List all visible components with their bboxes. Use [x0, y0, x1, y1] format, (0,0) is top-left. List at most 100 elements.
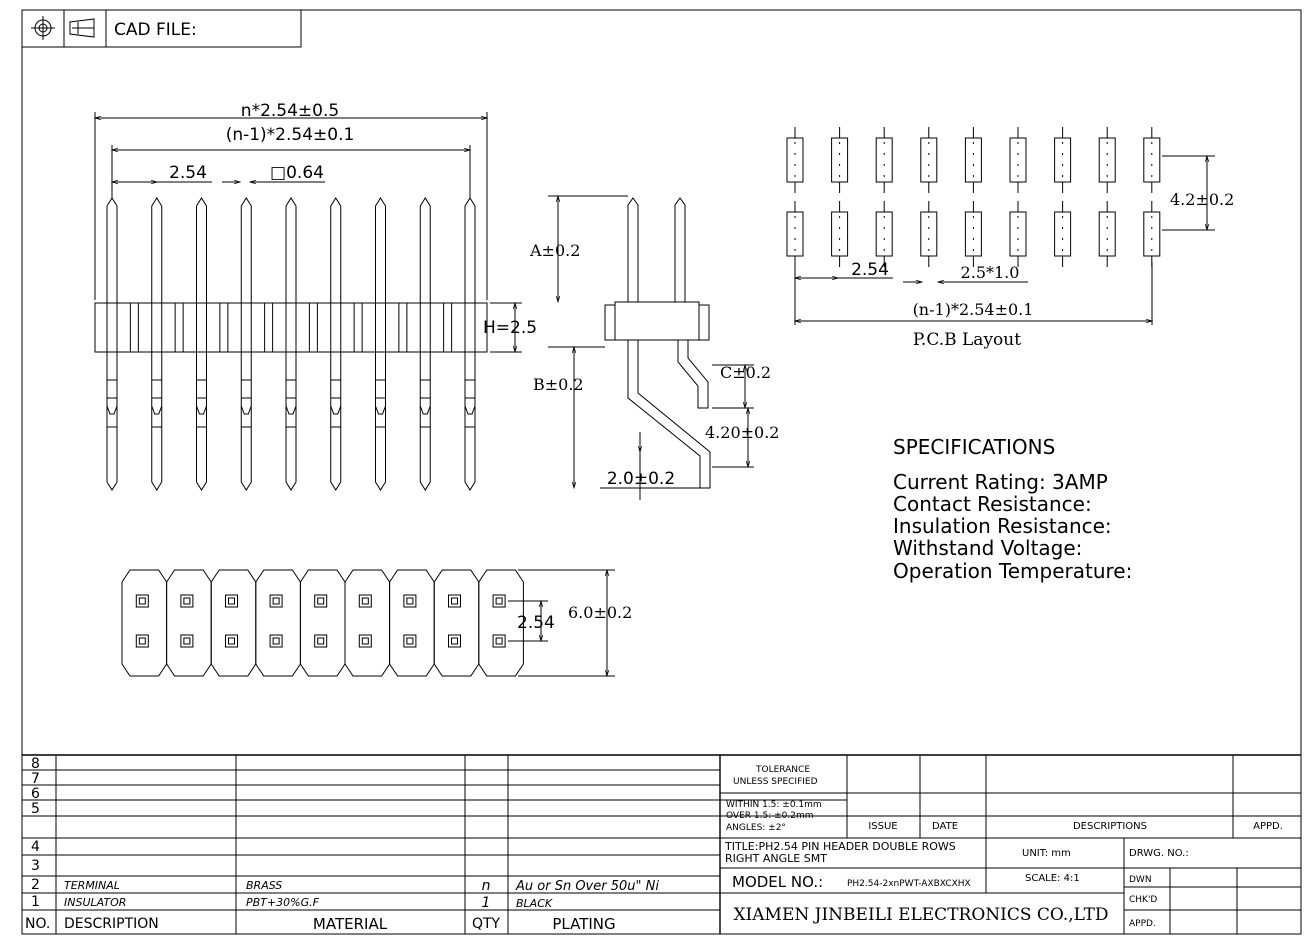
tolerance-over: OVER 1.5: ±0.2mm: [726, 811, 813, 821]
front-pin-lower: [375, 352, 386, 491]
unit-label: UNIT: mm: [1022, 848, 1071, 859]
front-pin-lower: [151, 352, 163, 491]
scale-label: SCALE: 4:1: [1025, 873, 1080, 884]
front-pin-upper: [285, 197, 297, 303]
dim-height: H=2.5: [483, 318, 537, 338]
front-pin-lower: [330, 352, 342, 491]
tolerance-line2: UNLESS SPECIFIED: [733, 777, 818, 787]
dim-pcb-pad: 2.5*1.0: [961, 263, 1020, 282]
side-pin-left: [627, 197, 639, 302]
front-pin-upper: [419, 197, 431, 303]
spec-title: SPECIFICATIONS: [893, 435, 1055, 459]
bottom-pin-square: [448, 594, 461, 608]
sheet-border: [21, 9, 1302, 935]
dim-c: C±0.2: [720, 363, 771, 382]
bottom-cell: [478, 569, 524, 677]
bottom-pin-square: [225, 594, 238, 608]
bottom-pin-square: [314, 594, 328, 608]
dim-pcb-pitch: 2.54: [851, 260, 889, 280]
bom-header-description: DESCRIPTION: [64, 916, 159, 932]
bottom-pin-square: [448, 634, 461, 648]
spec-line: Insulation Resistance:: [893, 514, 1112, 538]
side-pin-right: [674, 197, 686, 302]
projection-icon: [69, 18, 95, 38]
pcb-caption: P.C.B Layout: [913, 330, 1021, 350]
side-pin-short-bend: [677, 340, 709, 409]
side-insulator-right-tab: [698, 304, 710, 341]
bottom-pin-square: [358, 594, 372, 608]
target-icon: [31, 16, 55, 40]
appd2-label: APPD.: [1129, 919, 1156, 929]
bom-row-description: INSULATOR: [64, 896, 126, 909]
bottom-pin-square: [180, 594, 194, 608]
front-pin-lower: [419, 352, 431, 491]
side-insulator-left-tab: [604, 304, 616, 341]
drawing-title-line1: TITLE:PH2.54 PIN HEADER DOUBLE ROWS: [724, 840, 956, 853]
spec-line: Current Rating: 3AMP: [893, 470, 1108, 494]
bom-row-qty: 1: [482, 895, 491, 911]
front-pin-upper: [240, 197, 252, 303]
dim-pitch-span: (n-1)*2.54±0.1: [226, 125, 355, 145]
front-pin-upper: [464, 197, 476, 303]
front-pin-lower: [285, 352, 297, 491]
dim-foot: 2.0±0.2: [607, 469, 675, 489]
drawing-number-label: DRWG. NO.:: [1129, 848, 1189, 859]
dim-row-pitch-side: 4.20±0.2: [705, 423, 779, 442]
dim-b: B±0.2: [533, 375, 584, 394]
bom-row-plating: BLACK: [516, 897, 553, 910]
appd-label: APPD.: [1253, 821, 1283, 832]
dim-pcb-row: 4.2±0.2: [1170, 190, 1234, 209]
bom-row-number: 4: [31, 839, 40, 855]
bottom-cell: [166, 569, 212, 677]
bom-header-no: NO.: [25, 916, 50, 932]
tolerance-angles: ANGLES: ±2°: [726, 823, 786, 833]
bottom-cell: [344, 569, 391, 677]
front-pin-upper: [151, 197, 163, 303]
bottom-pin-square: [135, 634, 149, 648]
side-view: A±0.2 B±0.2 C±0.2 4.20±0.2 2.0±0.2: [529, 196, 779, 500]
spec-line: Operation Temperature:: [893, 559, 1132, 583]
bom-row-qty: n: [482, 878, 491, 894]
bottom-pin-square: [225, 634, 238, 648]
bottom-cell: [210, 569, 257, 677]
dwn-label: DWN: [1129, 875, 1152, 885]
bottom-pin-square: [269, 594, 283, 608]
bom-header-plating: PLATING: [552, 915, 615, 933]
dim-pcb-span: (n-1)*2.54±0.1: [913, 300, 1034, 319]
bottom-pin-square: [314, 634, 328, 648]
bom-row-number: 7: [31, 771, 40, 787]
bom-row-material: BRASS: [246, 879, 282, 892]
bottom-pin-square: [269, 634, 283, 648]
bom-row-number: 6: [31, 786, 40, 802]
bottom-pin-square: [358, 634, 372, 648]
bottom-pin-square: [492, 634, 506, 648]
bottom-cell: [433, 569, 480, 677]
bom-header-qty: QTY: [472, 916, 501, 932]
bottom-cell: [255, 569, 301, 677]
side-insulator: [614, 301, 700, 341]
dim-total-length: n*2.54±0.5: [241, 101, 339, 121]
issue-label: ISSUE: [868, 821, 897, 832]
title-block: TOLERANCE UNLESS SPECIFIED WITHIN 1.5: ±…: [720, 755, 1301, 934]
front-insulator: [94, 302, 488, 353]
front-pin-lower: [106, 352, 118, 491]
bom-header-material: MATERIAL: [313, 915, 388, 933]
tolerance-within: WITHIN 1.5: ±0.1mm: [726, 800, 822, 810]
header-box: CAD FILE:: [21, 9, 302, 48]
company-name: XIAMEN JINBEILI ELECTRONICS CO.,LTD: [733, 905, 1108, 925]
cad-file-label: CAD FILE:: [114, 20, 197, 40]
dim-a: A±0.2: [529, 241, 580, 260]
front-pin-upper: [375, 197, 386, 303]
dim-pitch: 2.54: [169, 163, 207, 183]
bom-row-material: PBT+30%G.F: [246, 896, 320, 909]
model-value: PH2.54-2xnPWT-AXBXCXHX: [847, 879, 971, 889]
bottom-pin-square: [180, 634, 194, 648]
front-view: n*2.54±0.5 (n-1)*2.54±0.1 2.54 □0.64 H=2…: [94, 101, 537, 491]
bom-row-number: 8: [31, 756, 40, 772]
spec-line: Withstand Voltage:: [893, 536, 1082, 560]
specifications: SPECIFICATIONS Current Rating: 3AMP Cont…: [893, 435, 1132, 583]
drawing-title-line2: RIGHT ANGLE SMT: [725, 852, 827, 865]
bom-row-plating: Au or Sn Over 50u" Ni: [515, 879, 659, 894]
bom-row-number: 1: [31, 894, 40, 910]
